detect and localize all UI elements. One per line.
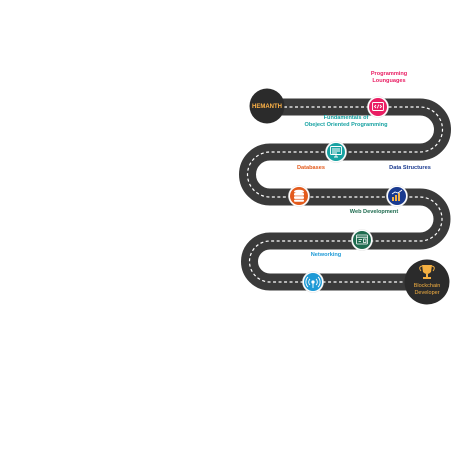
finish-circle [404,259,450,305]
finish-label-line1: Blockchain [414,283,441,289]
label-oop-line2: Obeject Oriented Programming [304,121,388,128]
start-node: HEMANTH [249,88,285,124]
web-icon [356,234,368,245]
label-databases-line1: Databases [297,165,325,171]
label-web-development-line1: Web Development [349,209,399,215]
finish-label-line2: Developer [414,290,439,296]
milestone-databases [288,185,310,207]
milestone-programming-languages [367,96,389,118]
label-data-structures-line1: Data Structures [389,165,431,171]
start-circle [249,88,285,124]
milestone-web-development [351,229,373,251]
road-center-line [246,106,444,283]
monitor-icon [330,146,342,158]
label-databases: Databases [283,165,339,172]
trophy-icon [419,265,435,279]
label-programming-languages-line2: Lounguages [372,77,406,84]
milestone-data-structures [386,185,408,207]
label-programming-languages: Programming Lounguages [352,71,426,84]
label-data-structures: Data Structures [376,165,444,172]
signal-icon [305,276,321,288]
road [239,98,451,291]
label-web-development: Web Development [338,209,410,216]
finish-node: Blockchain Developer [404,259,450,305]
chart-icon [391,189,403,201]
label-networking: Networking [298,252,354,259]
code-icon [372,102,384,111]
database-icon [294,189,304,202]
milestone-oop [325,141,347,163]
label-programming-languages-line1: Programming [370,71,408,77]
milestone-networking [302,271,324,293]
label-networking-line1: Networking [310,252,342,258]
start-label: HEMANTH [252,104,282,110]
label-oop: Fundamentals of Obeject Oriented Program… [292,115,400,128]
label-oop-line1: Fundamentals of [323,115,369,121]
